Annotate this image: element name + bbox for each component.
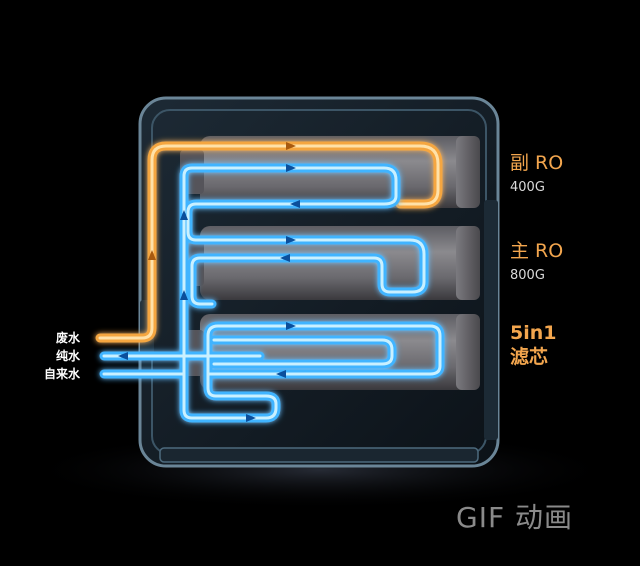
gif-animation-caption: GIF 动画 [456, 501, 573, 534]
flow-arrows [118, 164, 300, 422]
waste-flow-arrows [148, 142, 296, 260]
stage-sub-ro-capacity: 400G [510, 180, 545, 195]
stage-main-ro-name: 主 RO [510, 240, 564, 262]
stage-sub-ro-name: 副 RO [510, 152, 564, 174]
inlet-label-pure-water: 纯水 [56, 349, 81, 363]
inlet-label-tap-water: 自来水 [44, 367, 81, 381]
pure-water-pipes [99, 163, 445, 423]
inlet-label-waste-water: 废水 [56, 331, 81, 345]
stage-prefilter-name-line2: 滤芯 [510, 346, 549, 368]
stage-prefilter-name-line1: 5in1 [510, 322, 557, 344]
stage-main-ro-capacity: 800G [510, 268, 545, 283]
